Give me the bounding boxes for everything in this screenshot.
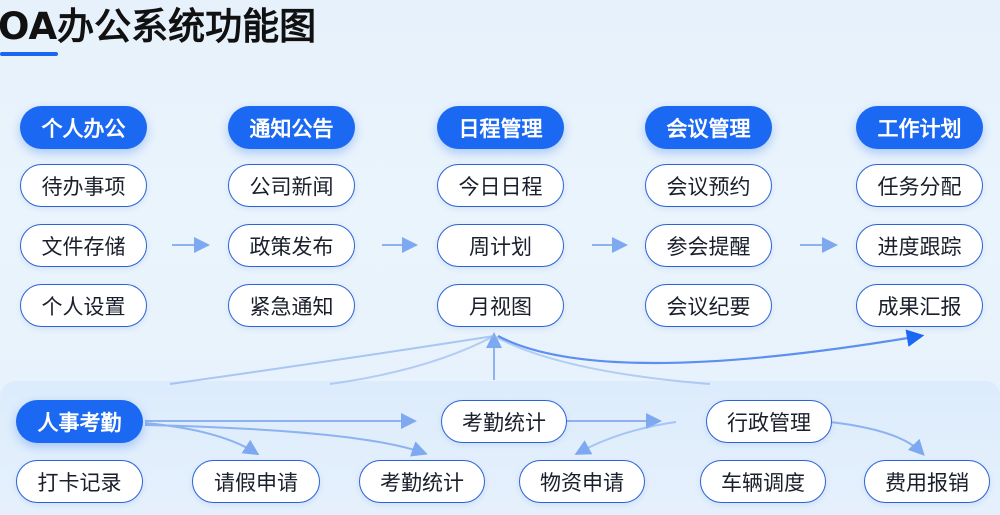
node-meeting-management[interactable]: 会议管理 — [645, 106, 772, 149]
node-personal-office[interactable]: 个人办公 — [20, 106, 147, 149]
node-company-news[interactable]: 公司新闻 — [228, 164, 355, 207]
node-task-assignment[interactable]: 任务分配 — [856, 164, 983, 207]
node-todo[interactable]: 待办事项 — [20, 164, 147, 207]
node-clock-records[interactable]: 打卡记录 — [16, 460, 143, 503]
node-result-report[interactable]: 成果汇报 — [856, 284, 983, 327]
node-expense-reimbursement[interactable]: 费用报销 — [864, 460, 990, 503]
node-month-view[interactable]: 月视图 — [437, 284, 564, 327]
node-today-schedule[interactable]: 今日日程 — [437, 164, 564, 207]
node-personal-settings[interactable]: 个人设置 — [20, 284, 147, 327]
page-title: OA办公系统功能图 — [0, 5, 317, 48]
node-admin-management[interactable]: 行政管理 — [706, 400, 832, 443]
node-material-request[interactable]: 物资申请 — [519, 460, 645, 503]
node-work-plan[interactable]: 工作计划 — [856, 106, 983, 149]
node-progress-tracking[interactable]: 进度跟踪 — [856, 224, 983, 267]
node-hr-attendance[interactable]: 人事考勤 — [16, 400, 143, 443]
title-underline — [0, 52, 58, 56]
node-meeting-booking[interactable]: 会议预约 — [645, 164, 772, 207]
node-leave-request[interactable]: 请假申请 — [192, 460, 320, 503]
node-weekly-plan[interactable]: 周计划 — [437, 224, 564, 267]
node-announcements[interactable]: 通知公告 — [228, 106, 355, 149]
node-schedule-management[interactable]: 日程管理 — [437, 106, 564, 149]
node-attendance-stats-mid[interactable]: 考勤统计 — [441, 400, 567, 443]
node-policy-release[interactable]: 政策发布 — [228, 224, 355, 267]
node-urgent-notice[interactable]: 紧急通知 — [228, 284, 355, 327]
node-meeting-reminder[interactable]: 参会提醒 — [645, 224, 772, 267]
node-attendance-stats[interactable]: 考勤统计 — [359, 460, 485, 503]
node-file-storage[interactable]: 文件存储 — [20, 224, 147, 267]
node-vehicle-dispatch[interactable]: 车辆调度 — [700, 460, 826, 503]
node-meeting-minutes[interactable]: 会议纪要 — [645, 284, 772, 327]
